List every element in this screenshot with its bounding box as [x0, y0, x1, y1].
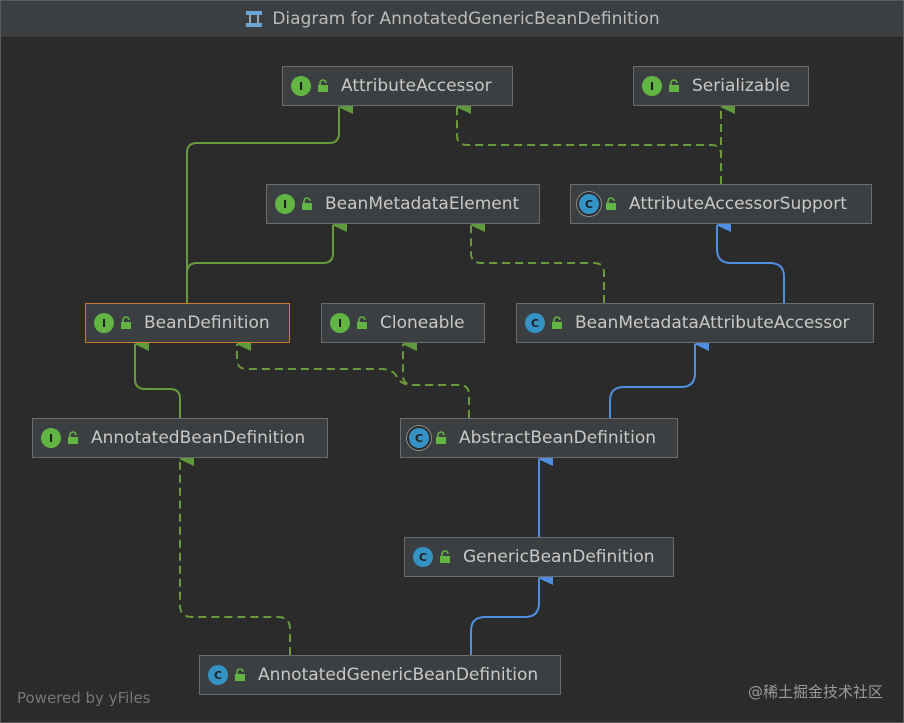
node-bean-metadata-element[interactable]: I BeanMetadataElement	[266, 184, 540, 224]
node-annotated-generic-bean-definition[interactable]: C AnnotatedGenericBeanDefinition	[199, 655, 561, 695]
interface-icon: I	[330, 313, 350, 333]
node-bean-metadata-attribute-accessor[interactable]: C BeanMetadataAttributeAccessor	[516, 303, 874, 343]
node-label: AttributeAccessor	[341, 76, 492, 96]
title-bar: Diagram for AnnotatedGenericBeanDefiniti…	[1, 1, 903, 38]
class-icon: C	[413, 547, 433, 567]
diagram-icon	[246, 11, 263, 27]
node-serializable[interactable]: I Serializable	[633, 66, 809, 106]
public-lock-icon	[318, 79, 328, 92]
edge-abstractbeandefinition-cloneable	[402, 337, 470, 418]
node-label: Cloneable	[380, 313, 465, 333]
node-label: BeanMetadataAttributeAccessor	[575, 313, 850, 333]
interface-icon: I	[291, 76, 311, 96]
abstract-class-icon: C	[409, 428, 429, 448]
edge-abstractbeandefinition-beanmetadataattributeaccessor	[609, 337, 709, 418]
node-label: BeanDefinition	[144, 313, 270, 333]
edge-beanmetadataattributeaccessor-attributeaccessorsupport	[716, 218, 785, 303]
public-lock-icon	[302, 197, 312, 210]
node-label: AttributeAccessorSupport	[629, 194, 847, 214]
edge-annotatedgenericbeandefinition-genericbeandefinition	[470, 571, 553, 655]
edge-beandefinition-attributeaccessor	[186, 100, 353, 303]
abstract-class-icon: C	[579, 194, 599, 214]
public-lock-icon	[357, 316, 367, 329]
public-lock-icon	[440, 550, 450, 563]
node-bean-definition[interactable]: I BeanDefinition	[85, 303, 290, 343]
edge-beanmetadataattributeaccessor-beanmetadataelement	[470, 218, 605, 303]
powered-by-label: Powered by yFiles	[17, 689, 151, 707]
node-label: GenericBeanDefinition	[463, 547, 655, 567]
node-label: AbstractBeanDefinition	[459, 428, 656, 448]
public-lock-icon	[68, 431, 78, 444]
node-label: Serializable	[692, 76, 791, 96]
edge-abstractbeandefinition-beandefinition	[236, 337, 470, 418]
public-lock-icon	[436, 431, 446, 444]
node-abstract-bean-definition[interactable]: C AbstractBeanDefinition	[400, 418, 678, 458]
node-label: BeanMetadataElement	[325, 194, 520, 214]
public-lock-icon	[552, 316, 562, 329]
node-generic-bean-definition[interactable]: C GenericBeanDefinition	[404, 537, 674, 577]
public-lock-icon	[606, 197, 616, 210]
public-lock-icon	[121, 316, 131, 329]
node-label: AnnotatedBeanDefinition	[91, 428, 306, 448]
public-lock-icon	[669, 79, 679, 92]
class-icon: C	[208, 665, 228, 685]
interface-icon: I	[41, 428, 61, 448]
node-cloneable[interactable]: I Cloneable	[321, 303, 485, 343]
node-attribute-accessor[interactable]: I AttributeAccessor	[282, 66, 513, 106]
node-attribute-accessor-support[interactable]: C AttributeAccessorSupport	[570, 184, 872, 224]
interface-icon: I	[275, 194, 295, 214]
edge-annotatedgenericbeandefinition-annotatedbeandefinition	[179, 452, 291, 655]
watermark-label: @稀土掘金技术社区	[747, 683, 883, 701]
window-title: Diagram for AnnotatedGenericBeanDefiniti…	[272, 9, 660, 29]
edge-beandefinition-beanmetadataelement	[186, 218, 347, 303]
node-annotated-bean-definition[interactable]: I AnnotatedBeanDefinition	[32, 418, 328, 458]
edge-annotatedbeandefinition-beandefinition	[134, 337, 181, 418]
class-icon: C	[525, 313, 545, 333]
edge-attributeaccessorsupport-attributeaccessor	[456, 100, 722, 184]
node-label: AnnotatedGenericBeanDefinition	[258, 665, 539, 685]
interface-icon: I	[642, 76, 662, 96]
public-lock-icon	[235, 668, 245, 681]
interface-icon: I	[94, 313, 114, 333]
